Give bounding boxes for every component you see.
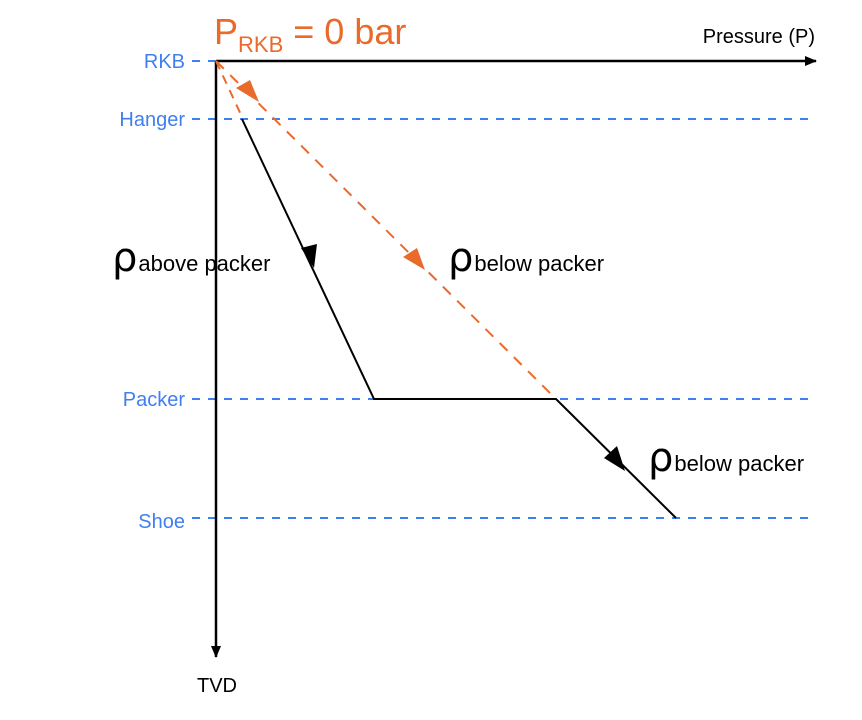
density-label-below-packer-solid: ρbelow packer xyxy=(648,435,804,481)
profile-arrow-below-packer xyxy=(604,446,625,471)
pressure-axis-label: Pressure (P) xyxy=(703,26,815,48)
depth-axis-label: TVD xyxy=(197,675,237,697)
profile-arrow-above-packer xyxy=(301,244,317,268)
reference-arrow-lower xyxy=(403,248,425,270)
depth-label-shoe: Shoe xyxy=(138,511,185,533)
rho-symbol: ρ xyxy=(112,235,137,281)
rkb-pressure-title: PRKB = 0 bar xyxy=(214,11,406,57)
reference-gradient-upper xyxy=(215,60,244,120)
reference-arrow-upper xyxy=(236,80,259,102)
title-subscript: RKB xyxy=(238,32,283,57)
rho-subscript: below packer xyxy=(474,251,604,276)
rho-subscript: below packer xyxy=(674,451,804,476)
rho-symbol: ρ xyxy=(448,235,473,281)
rho-subscript: above packer xyxy=(138,251,270,276)
depth-label-hanger: Hanger xyxy=(119,109,185,131)
density-label-above-packer: ρabove packer xyxy=(112,235,270,281)
rho-symbol: ρ xyxy=(648,435,673,481)
reference-gradient-line xyxy=(215,60,557,400)
depth-label-rkb: RKB xyxy=(144,51,185,73)
title-symbol: P xyxy=(214,11,238,52)
title-value: = 0 bar xyxy=(283,11,406,52)
density-label-below-packer-dashed: ρbelow packer xyxy=(448,235,604,281)
depth-label-packer: Packer xyxy=(123,389,186,411)
